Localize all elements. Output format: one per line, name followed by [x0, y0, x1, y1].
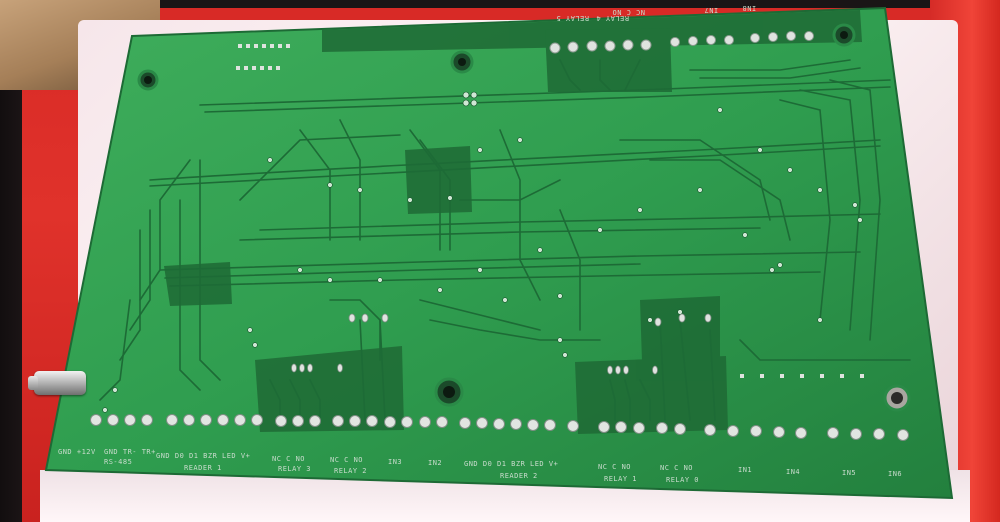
silk-label-relay4: RELAY 4 [596, 14, 630, 22]
top-connector-pads [549, 31, 814, 54]
silk-label-reader1: READER 1 [184, 464, 222, 472]
vias [102, 91, 863, 413]
silk-label-in7: IN7 [704, 6, 719, 14]
silk-label-in4: IN4 [786, 468, 801, 476]
silk-label-relay0: RELAY 0 [666, 476, 700, 484]
silk-label-in1: IN1 [738, 466, 753, 474]
silk-label-in2: IN2 [428, 459, 443, 467]
metal-standoff [28, 371, 86, 395]
header-pads [236, 44, 290, 70]
silk-label-in3: IN3 [388, 458, 403, 466]
bottom-terminal-pads [90, 414, 909, 441]
silk-label-rs485-terminals: GND TR- TR+ [104, 448, 156, 456]
right-pads-row [740, 374, 864, 378]
silk-label-relay5: RELAY 5 [556, 14, 590, 22]
silk-label-relay1: RELAY 1 [604, 475, 638, 483]
silk-label-in5: IN5 [842, 469, 857, 477]
silk-label-relay3: RELAY 3 [278, 465, 312, 473]
silk-label-power: GND +12V [58, 448, 96, 456]
silk-label-relay3-terminals: NC C NO [272, 455, 306, 463]
silk-label-relay0-terminals: NC C NO [660, 464, 694, 472]
silk-label-in6: IN6 [888, 470, 903, 478]
silk-label-relay1-terminals: NC C NO [598, 463, 632, 471]
silk-label-in8: IN8 [742, 4, 757, 12]
silk-label-reader2-terminals: GND D0 D1 BZR LED V+ [464, 460, 559, 468]
silk-label-reader2: READER 2 [500, 472, 538, 480]
silk-label-relay2-terminals: NC C NO [330, 456, 364, 464]
pcb-traces [99, 59, 911, 421]
relay-pads [291, 313, 712, 375]
silk-label-reader1-terminals: GND D0 D1 BZR LED V+ [156, 452, 251, 460]
mounting-holes [137, 23, 911, 412]
silk-label-rs485: RS-485 [104, 458, 133, 466]
silk-label-relay2: RELAY 2 [334, 467, 368, 475]
